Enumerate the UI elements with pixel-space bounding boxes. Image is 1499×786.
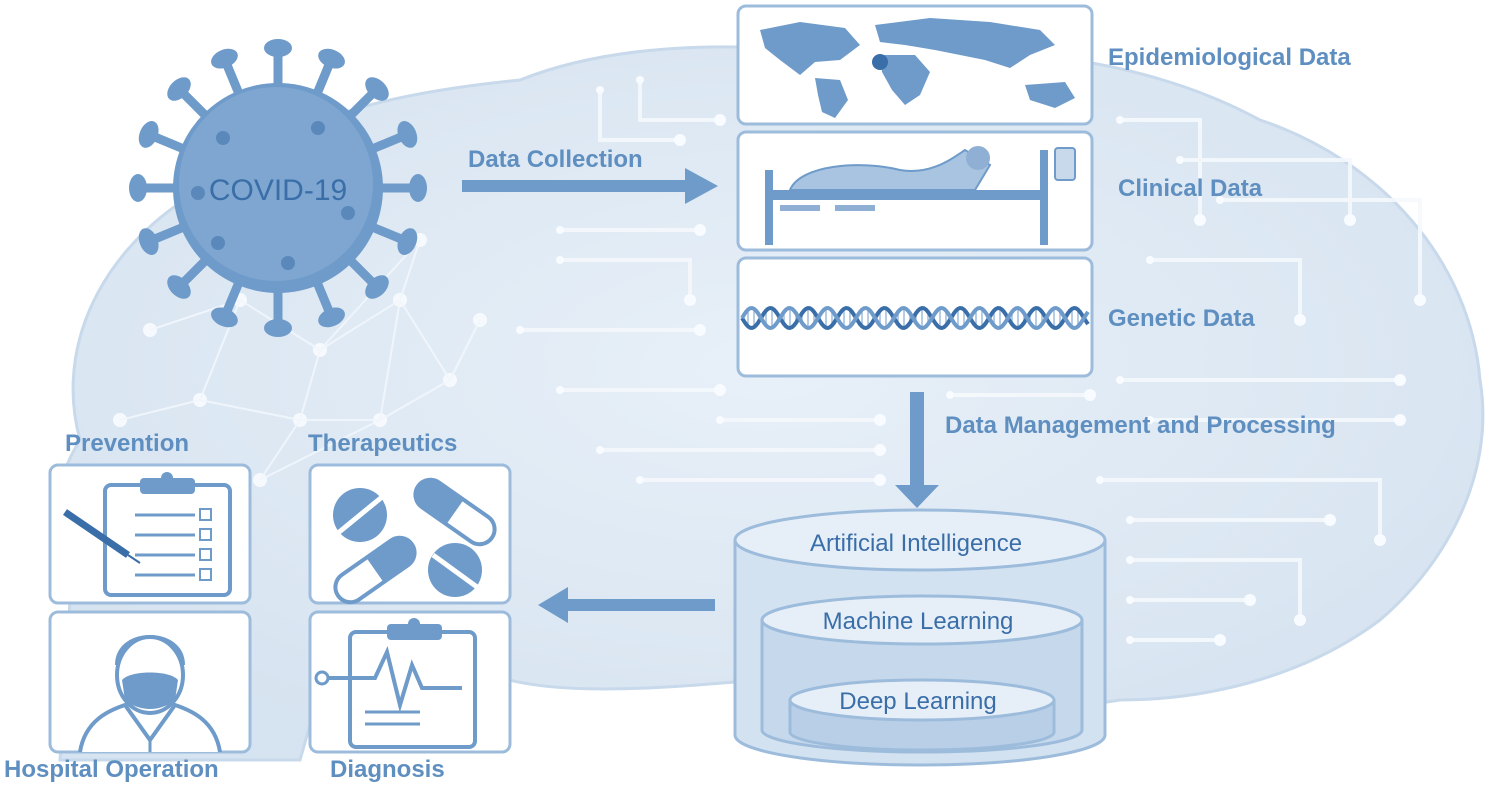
- processing-arrow: [895, 392, 939, 508]
- clinical-data-label: Clinical Data: [1118, 175, 1263, 202]
- genetic-data-label: Genetic Data: [1108, 305, 1255, 332]
- hospital-bed-icon: [765, 146, 1076, 245]
- world-map-icon: [760, 18, 1075, 118]
- ai-cylinder: [733, 508, 1107, 767]
- epidemiological-panel: [736, 4, 1094, 126]
- dl-label: Deep Learning: [839, 688, 997, 715]
- data-processing-label: Data Management and Processing: [945, 412, 1336, 439]
- epidemiological-data-label: Epidemiological Data: [1108, 44, 1351, 71]
- therapeutics-panel: [308, 463, 512, 605]
- clinical-panel: [736, 130, 1094, 252]
- prevention-panel: [48, 463, 252, 605]
- clipboard-ecg-icon: [314, 618, 477, 749]
- hospital-operation-label: Hospital Operation: [4, 756, 219, 783]
- ai-label: Artificial Intelligence: [809, 530, 1023, 557]
- doctor-mask-icon: [78, 635, 222, 753]
- data-collection-arrow: [462, 168, 718, 204]
- hospital-operation-panel: [48, 610, 252, 754]
- pills-icon: [333, 477, 497, 605]
- genetic-panel: [736, 256, 1094, 378]
- diagnosis-label: Diagnosis: [330, 756, 445, 783]
- data-collection-label: Data Collection: [468, 146, 643, 173]
- clipboard-syringe-icon: [63, 472, 232, 597]
- therapeutics-label: Therapeutics: [308, 430, 458, 457]
- ml-label: Machine Learning: [822, 608, 1014, 635]
- dl-cylinder: [788, 678, 1056, 752]
- virus-icon: [129, 39, 427, 337]
- virus-label: COVID-19: [208, 174, 348, 207]
- results-arrow: [538, 587, 715, 623]
- dna-helix-icon: [740, 305, 1090, 331]
- diagnosis-panel: [308, 610, 512, 754]
- prevention-label: Prevention: [65, 430, 190, 457]
